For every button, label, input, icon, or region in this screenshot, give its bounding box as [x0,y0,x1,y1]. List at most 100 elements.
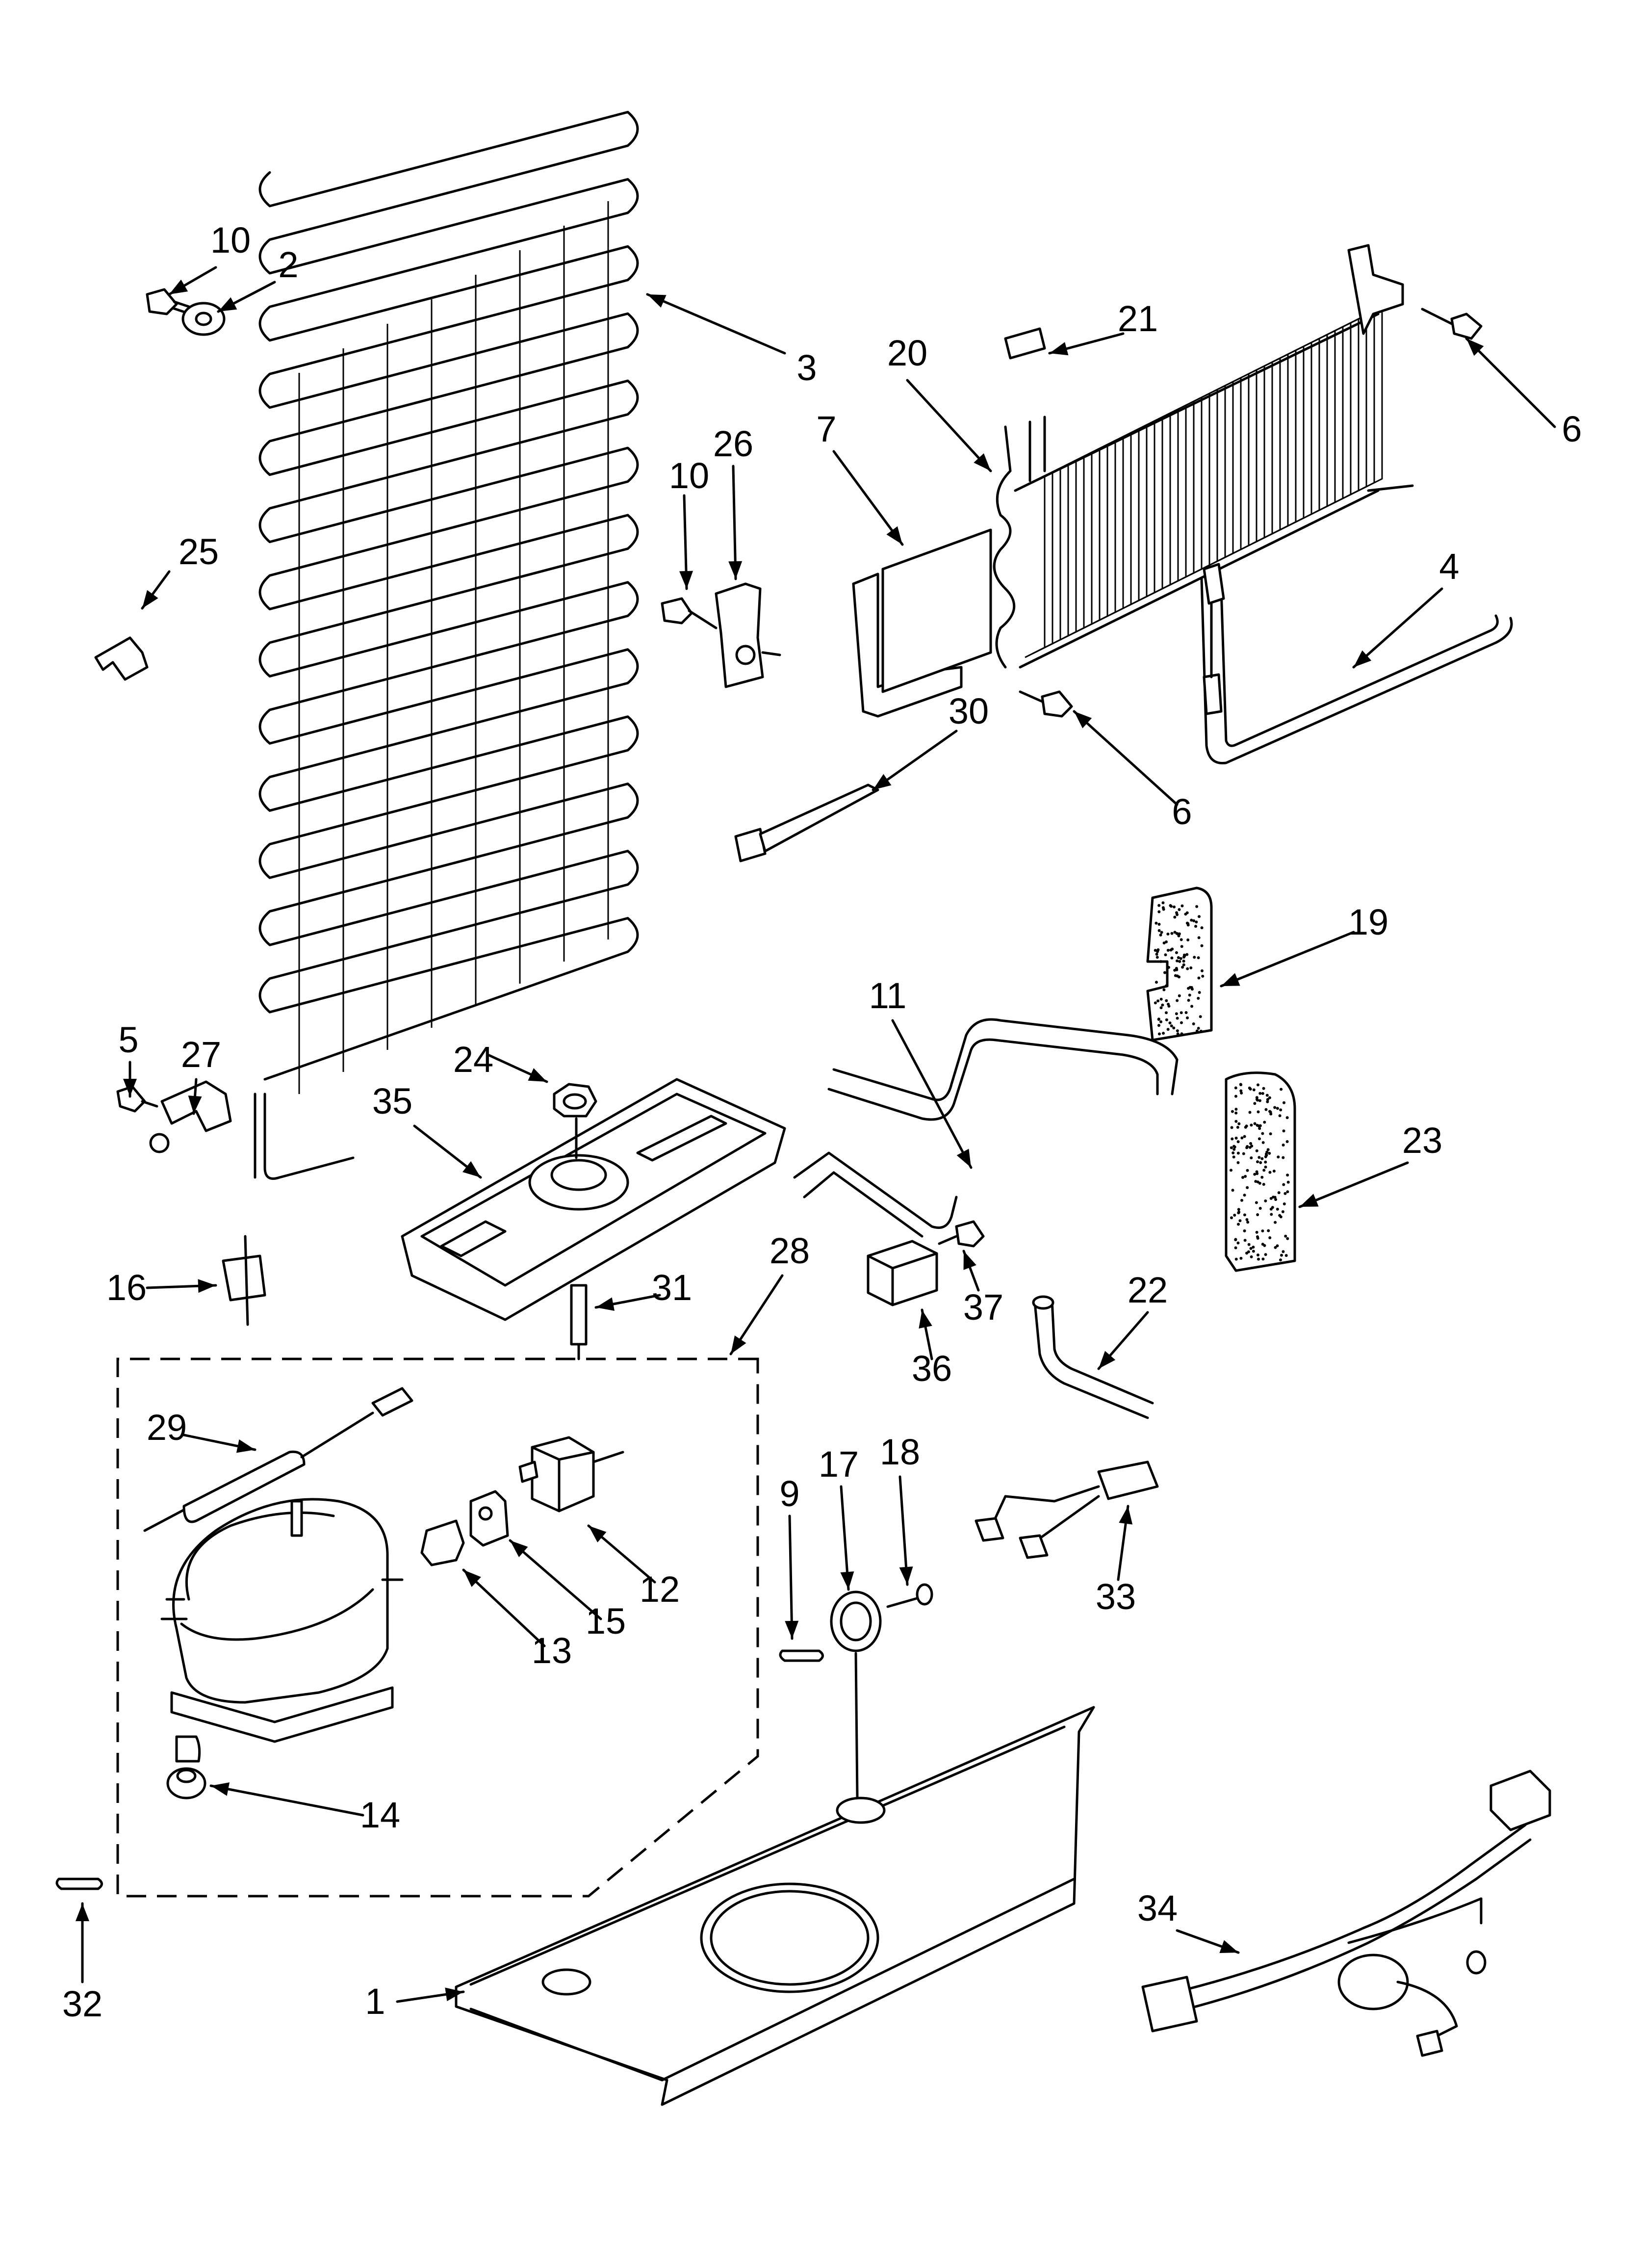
foam-speck [1234,1095,1237,1098]
part-label-11: 11 [869,975,907,1016]
foam-speck [1231,1189,1234,1192]
foam-speck [1185,953,1189,956]
base-1 [455,1706,1095,2106]
foam-speck [1274,1198,1278,1201]
foam-speck [1234,1238,1237,1242]
foam-speck [1266,1100,1269,1103]
evaporator-fin [1346,313,1367,497]
foam-speck [1237,1122,1241,1125]
relay-12 [518,1436,624,1512]
foam-speck [1253,1122,1257,1125]
foam-speck [1159,1006,1163,1010]
evaporator-fin [1205,384,1226,568]
defrost-heater-4 [1200,563,1513,765]
leader-arrowhead [211,1782,230,1796]
condenser-coil [254,110,639,1180]
leader-lines [76,266,1556,2003]
foam-speck [1279,1108,1283,1112]
power-cord-34 [1141,1770,1551,2057]
leader-arrowhead [528,1068,547,1082]
foam-speck [1169,948,1173,952]
leader-arrowhead [463,1570,481,1587]
leader-arrowhead [840,1571,854,1590]
foam-speck [1197,976,1201,980]
foam-speck [1274,1246,1277,1249]
foam-speck [1155,981,1158,984]
leader-arrowhead [445,1987,463,2002]
foam-speck [1180,938,1183,941]
foam-speck [1276,1107,1279,1110]
part-label-10: 10 [210,220,251,261]
foam-speck [1244,1174,1247,1178]
leader-arrowhead [873,774,892,790]
foam-speck [1201,974,1205,978]
foam-speck [1180,1011,1183,1015]
part-label-6-mid: 6 [1172,791,1192,832]
evaporator-fin [1158,408,1179,592]
foam-speck [1178,994,1181,997]
foam-speck [1250,1156,1253,1160]
foam-speck [1232,1151,1235,1155]
leader-arrowhead [510,1540,528,1558]
foam-speck [1237,1223,1240,1226]
foam-speck [1200,969,1204,972]
leader-arrowhead [1300,1194,1319,1207]
foam-speck [1240,1199,1244,1202]
foam-speck [1189,966,1193,969]
leader-arrowhead [596,1297,615,1311]
part-label-16: 16 [106,1267,147,1308]
foam-speck [1192,919,1196,922]
leader-arrowhead [1466,339,1484,356]
foam-speck [1230,1126,1233,1129]
evaporator-fin [1252,361,1273,545]
foam-speck [1239,1083,1243,1087]
foam-speck [1283,1101,1286,1104]
foam-speck [1190,1005,1194,1008]
foam-speck [1178,960,1181,963]
foam-speck [1258,1207,1262,1210]
evaporator-fin [1056,459,1077,643]
foam-speck [1236,1125,1239,1129]
foam-speck [1286,1173,1289,1177]
leader-line [209,1784,364,1817]
foam-speck [1188,986,1192,989]
evaporator-fin [1072,451,1093,635]
leader-line [891,1019,973,1169]
foam-23 [1225,1071,1296,1272]
foam-speck [1283,1192,1287,1195]
foam-speck [1255,1230,1258,1234]
foam-speck [1281,1210,1284,1213]
foam-speck [1180,904,1184,908]
foam-speck [1162,988,1166,991]
foam-speck [1255,1170,1258,1173]
evaporator-fin [1142,416,1163,600]
foam-speck [1176,1032,1180,1036]
foam-speck [1192,1022,1195,1025]
foam-speck [1264,1108,1268,1111]
foam-speck [1175,951,1178,954]
foam-speck [1282,1129,1285,1133]
leader-arrowhead [142,590,158,608]
foam-speck [1285,1140,1289,1143]
leader-arrowhead [188,1095,202,1114]
foam-speck [1199,1015,1202,1018]
foam-speck [1240,1136,1244,1140]
foam-speck [1286,1237,1289,1240]
screw-18 [886,1583,933,1608]
foam-speck [1277,1155,1280,1159]
evaporator-fin [1181,396,1203,580]
leader-arrowhead [899,1566,913,1585]
leader-arrowhead [679,571,693,589]
foam-speck [1234,1086,1237,1090]
foam-speck [1268,1171,1272,1174]
foam-speck [1280,1253,1283,1257]
leader-line [832,450,904,546]
leader-arrowhead [956,1148,971,1168]
foam-speck [1257,1083,1260,1087]
foam-speck [1249,1247,1253,1250]
foam-speck [1170,1024,1173,1028]
evaporator-fin [1268,353,1289,537]
evaporator-fin [1111,431,1132,615]
part-label-4: 4 [1439,546,1459,587]
foam-speck [1200,926,1204,930]
